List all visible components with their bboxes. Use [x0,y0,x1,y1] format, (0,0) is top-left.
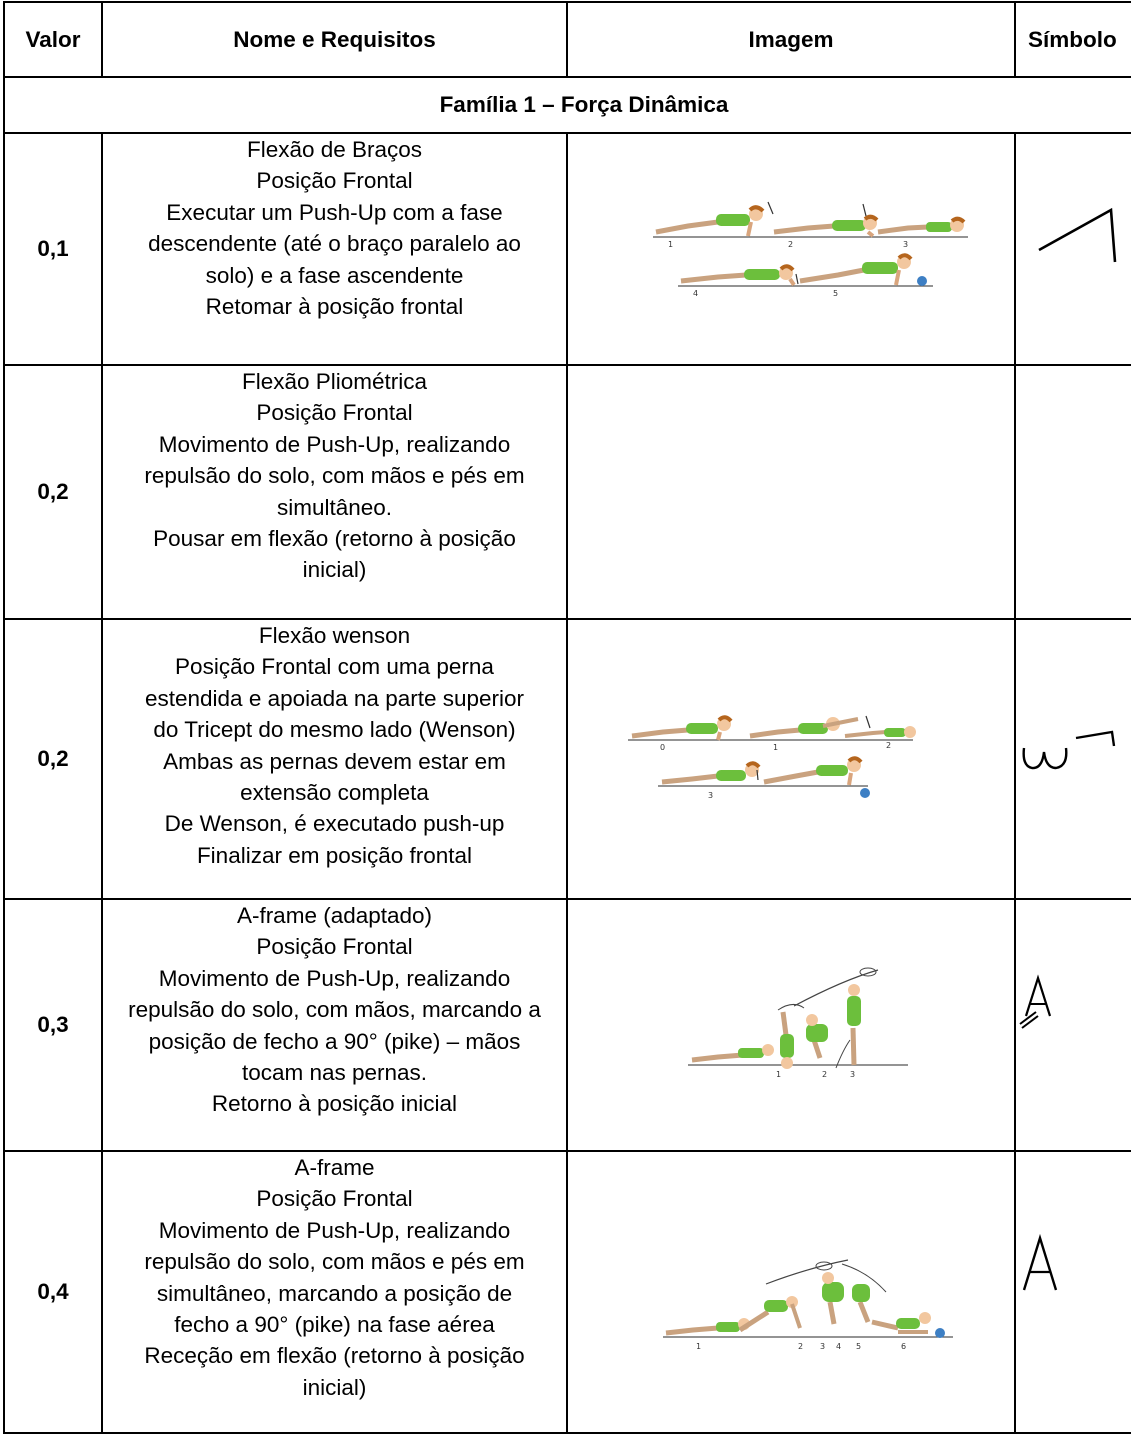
element-symbol-cell [1014,618,1131,900]
element-requirements: A-frame (adaptado) Posição Frontal Movim… [101,898,568,1152]
element-image-cell [566,364,1016,620]
requirement-line: Posição Frontal [256,934,413,960]
element-requirements: Flexão Pliométrica Posição Frontal Movim… [101,364,568,620]
requirement-line: De Wenson, é executado push-up [164,811,505,837]
figure-number: 2 [886,741,891,750]
requirement-line: Flexão Pliométrica [241,369,428,394]
push-up-symbol-icon [1038,207,1117,263]
requirement-line: simultâneo, marcando a posição de [156,1280,513,1306]
requirement-line: Posição Frontal com uma perna [175,654,494,680]
requirement-line: Finalizar em posição frontal [196,842,473,868]
figure-number: 4 [836,1342,841,1351]
figure-number: 2 [822,1070,827,1079]
table-row: 0,2 Flexão wenson Posição Frontal com um… [3,618,1131,900]
requirement-line: descendente (até o braço paralelo ao [148,231,521,257]
element-image-cell: 1 2 3 4 5 [566,132,1016,366]
header-nome-requisitos: Nome e Requisitos [101,1,568,78]
element-image-cell: 1 2 3 4 5 6 [566,1150,1016,1434]
requirement-line: repulsão do solo, com mãos e pés em [144,463,525,489]
requirement-line: Retorno à posição inicial [211,1091,458,1117]
table-row: 0,2 Flexão Pliométrica Posição Frontal M… [3,364,1131,620]
element-requirements: Flexão de Braços Posição Frontal Executa… [101,132,568,366]
requirement-line: Posição Frontal [256,400,413,426]
requirement-line: Movimento de Push-Up, realizando [158,431,511,457]
figure-number: 1 [773,743,778,752]
header-valor: Valor [3,1,103,78]
a-frame-adapted-illustration: 1 2 3 [688,967,908,1079]
requirement-line: do Tricept do mesmo lado (Wenson) [153,717,516,743]
elements-table: Valor Nome e Requisitos Imagem Símbolo F… [3,1,1131,1434]
element-symbol-cell [1014,1150,1131,1434]
figure-number: 0 [660,743,665,752]
figure-number: 4 [693,289,698,298]
element-symbol-cell [1014,364,1131,620]
family-row: Família 1 – Força Dinâmica [3,76,1131,134]
requirement-line: Movimento de Push-Up, realizando [158,965,511,991]
header-simbolo: Símbolo [1014,1,1131,78]
wenson-pushup-illustration: 0 1 2 3 [628,715,916,800]
figure-number: 3 [820,1342,825,1351]
figure-number: 1 [776,1070,781,1079]
element-symbol-cell [1014,898,1131,1152]
figure-number: 3 [850,1070,855,1079]
requirement-line: solo) e a fase ascendente [205,262,464,288]
figure-number: 2 [798,1342,803,1351]
figure-number: 5 [856,1342,861,1351]
figure-number: 3 [903,240,908,249]
element-value: 0,1 [3,132,103,366]
requirement-line: A-frame (adaptado) [236,903,433,928]
requirement-line: Posição Frontal [256,1186,413,1212]
requirement-line: A-frame [294,1155,375,1180]
figure-number: 2 [788,240,793,249]
wenson-symbol-icon [1022,730,1116,770]
figure-number: 1 [696,1342,701,1351]
requirement-line: Movimento de Push-Up, realizando [158,1217,511,1243]
element-image-cell: 1 2 3 [566,898,1016,1152]
requirement-line: Ambas as pernas devem estar em [163,748,506,774]
figure-number: 3 [708,791,713,800]
element-symbol-cell [1014,132,1131,366]
requirement-line: Posição Frontal [256,168,413,194]
pushup-illustration: 1 2 3 4 5 [653,201,968,298]
figure-number: 1 [668,240,673,249]
element-requirements: A-frame Posição Frontal Movimento de Pus… [101,1150,568,1434]
element-value: 0,4 [3,1150,103,1434]
family-title: Família 1 – Força Dinâmica [3,76,1131,134]
element-image-cell: 0 1 2 3 [566,618,1016,900]
requirement-line: repulsão do solo, com mãos e pés em [144,1249,525,1275]
requirement-line: repulsão do solo, com mãos, marcando a [128,997,541,1023]
table-row: 0,3 A-frame (adaptado) Posição Frontal M… [3,898,1131,1152]
element-requirements: Flexão wenson Posição Frontal com uma pe… [101,618,568,900]
table-row: 0,4 A-frame Posição Frontal Movimento de… [3,1150,1131,1434]
a-frame-adapted-symbol-icon [1019,974,1052,1029]
requirement-line: extensão completa [240,780,429,806]
element-value: 0,3 [3,898,103,1152]
requirement-line: estendida e apoiada na parte superior [144,685,525,711]
a-frame-symbol-icon [1022,1233,1058,1291]
requirement-line: simultâneo. [276,494,393,520]
requirement-line: Receção em flexão (retorno à posição [144,1343,525,1369]
requirement-line: Flexão wenson [258,623,411,648]
element-value: 0,2 [3,618,103,900]
requirement-line: tocam nas pernas. [241,1060,428,1086]
figure-number: 6 [901,1342,906,1351]
requirement-line: Pousar em flexão (retorno à posição [153,526,516,552]
requirement-line: fecho a 90° (pike) na fase aérea [174,1312,495,1338]
requirement-line: Flexão de Braços [246,137,423,162]
header-imagem: Imagem [566,1,1016,78]
a-frame-illustration: 1 2 3 4 5 6 [663,1259,953,1351]
element-value: 0,2 [3,364,103,620]
header-row: Valor Nome e Requisitos Imagem Símbolo [3,1,1131,78]
requirement-line: Executar um Push-Up com a fase [166,199,503,225]
requirement-line: inicial) [302,1374,367,1400]
table-row: 0,1 Flexão de Braços Posição Frontal Exe… [3,132,1131,366]
requirement-line: inicial) [302,557,367,583]
figure-number: 5 [833,289,838,298]
requirement-line: Retomar à posição frontal [205,294,464,320]
requirement-line: posição de fecho a 90° (pike) – mãos [148,1028,521,1054]
